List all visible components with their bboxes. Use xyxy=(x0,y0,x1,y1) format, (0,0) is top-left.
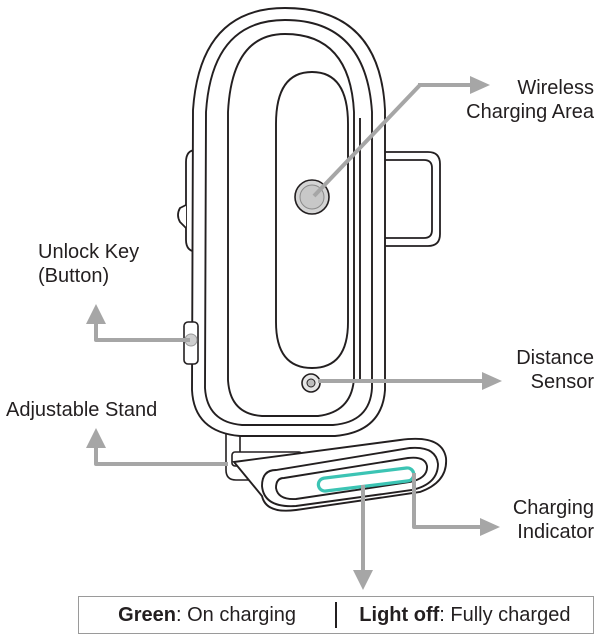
legend-green: Green: On charging xyxy=(79,604,335,627)
legend-off-term: Light off xyxy=(359,603,440,626)
wireless-charging-label: Wireless Charging Area xyxy=(466,77,594,123)
unlock-key-label: Unlock Key (Button) xyxy=(38,241,140,287)
legend-green-desc: : On charging xyxy=(175,603,297,626)
charging-indicator-label: Charging Indicator xyxy=(512,497,594,543)
callout-arrows xyxy=(86,76,502,590)
unlock-key-button xyxy=(183,321,199,365)
legend-green-term: Green xyxy=(118,603,176,626)
adjustable-stand-label: Adjustable Stand xyxy=(6,399,158,421)
legend-off-desc: : Fully charged xyxy=(439,603,571,626)
distance-sensor-label: Distance Sensor xyxy=(516,347,594,393)
indicator-legend: Green: On charging Light off: Fully char… xyxy=(78,596,594,634)
mount-body xyxy=(191,7,386,437)
right-grip-arm xyxy=(377,151,441,247)
legend-divider xyxy=(335,602,337,628)
distance-sensor xyxy=(301,373,321,393)
legend-light-off: Light off: Fully charged xyxy=(337,604,593,627)
